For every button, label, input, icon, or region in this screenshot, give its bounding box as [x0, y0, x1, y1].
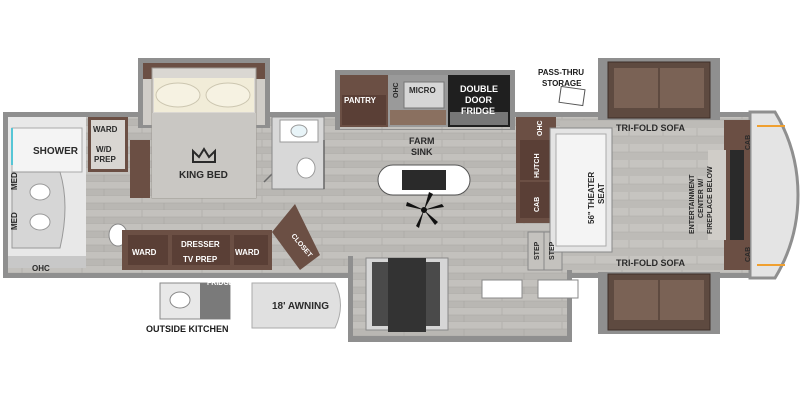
label-theater-1: 56" THEATER: [587, 172, 596, 224]
crown-icon: [192, 147, 216, 163]
label-dresser: DRESSER: [181, 240, 220, 249]
label-outside-kitchen: OUTSIDE KITCHEN: [146, 324, 229, 334]
label-cab-top: CAB: [745, 135, 752, 150]
label-awning: 18' AWNING: [272, 301, 329, 312]
label-cab-living: CAB: [534, 197, 541, 212]
label-step-1: STEP: [534, 241, 541, 260]
label-shower: SHOWER: [33, 146, 79, 157]
label-ward-bath: WARD: [93, 125, 118, 134]
label-ent-1: ENTERTAINMENT: [689, 174, 696, 234]
label-pass-thru: PASS-THRU: [538, 68, 584, 77]
ceiling-fan-icon: [406, 192, 444, 228]
bedroom: [122, 63, 320, 270]
label-king-bed: KING BED: [179, 170, 228, 181]
label-hutch: HUTCH: [534, 154, 541, 179]
label-sink: SINK: [411, 147, 433, 157]
label-ohc-bath: OHC: [32, 264, 50, 273]
label-ent-3: FIREPLACE BELOW: [707, 166, 714, 234]
label-ward-right: WARD: [235, 248, 260, 257]
living-room: [516, 61, 750, 331]
label-trifold-bottom: TRI-FOLD SOFA: [616, 258, 685, 268]
labels: SHOWER MED MED OHC WARD W/D PREP KING BE…: [10, 68, 752, 334]
half-bath: [271, 116, 325, 190]
dinette: [159, 257, 579, 332]
label-prep: PREP: [94, 155, 116, 164]
bathroom: [8, 117, 128, 268]
label-tv-prep: TV PREP: [183, 255, 218, 264]
label-ohc-kitchen: OHC: [393, 82, 400, 98]
label-pantry: PANTRY: [344, 96, 377, 105]
label-med-upper: MED: [10, 172, 19, 190]
label-ohc-living: OHC: [537, 120, 544, 136]
label-trifold-top: TRI-FOLD SOFA: [616, 123, 685, 133]
label-fridge-1: DOUBLE: [460, 84, 498, 94]
label-theater-2: SEAT: [597, 183, 606, 204]
label-micro: MICRO: [409, 86, 436, 95]
label-step-2: STEP: [549, 241, 556, 260]
label-med-lower: MED: [10, 212, 19, 230]
label-ent-2: CENTER W/: [698, 179, 705, 218]
label-farm: FARM: [409, 136, 435, 146]
label-fridge-2: DOOR: [465, 95, 493, 105]
label-storage: STORAGE: [542, 79, 582, 88]
label-cab-bottom: CAB: [745, 247, 752, 262]
label-wd: W/D: [96, 145, 112, 154]
kitchen: [340, 75, 510, 228]
label-fridge-3: FRIDGE: [461, 106, 495, 116]
label-ward-left: WARD: [132, 248, 157, 257]
label-fridge-outside: FRIDGE: [207, 280, 234, 287]
